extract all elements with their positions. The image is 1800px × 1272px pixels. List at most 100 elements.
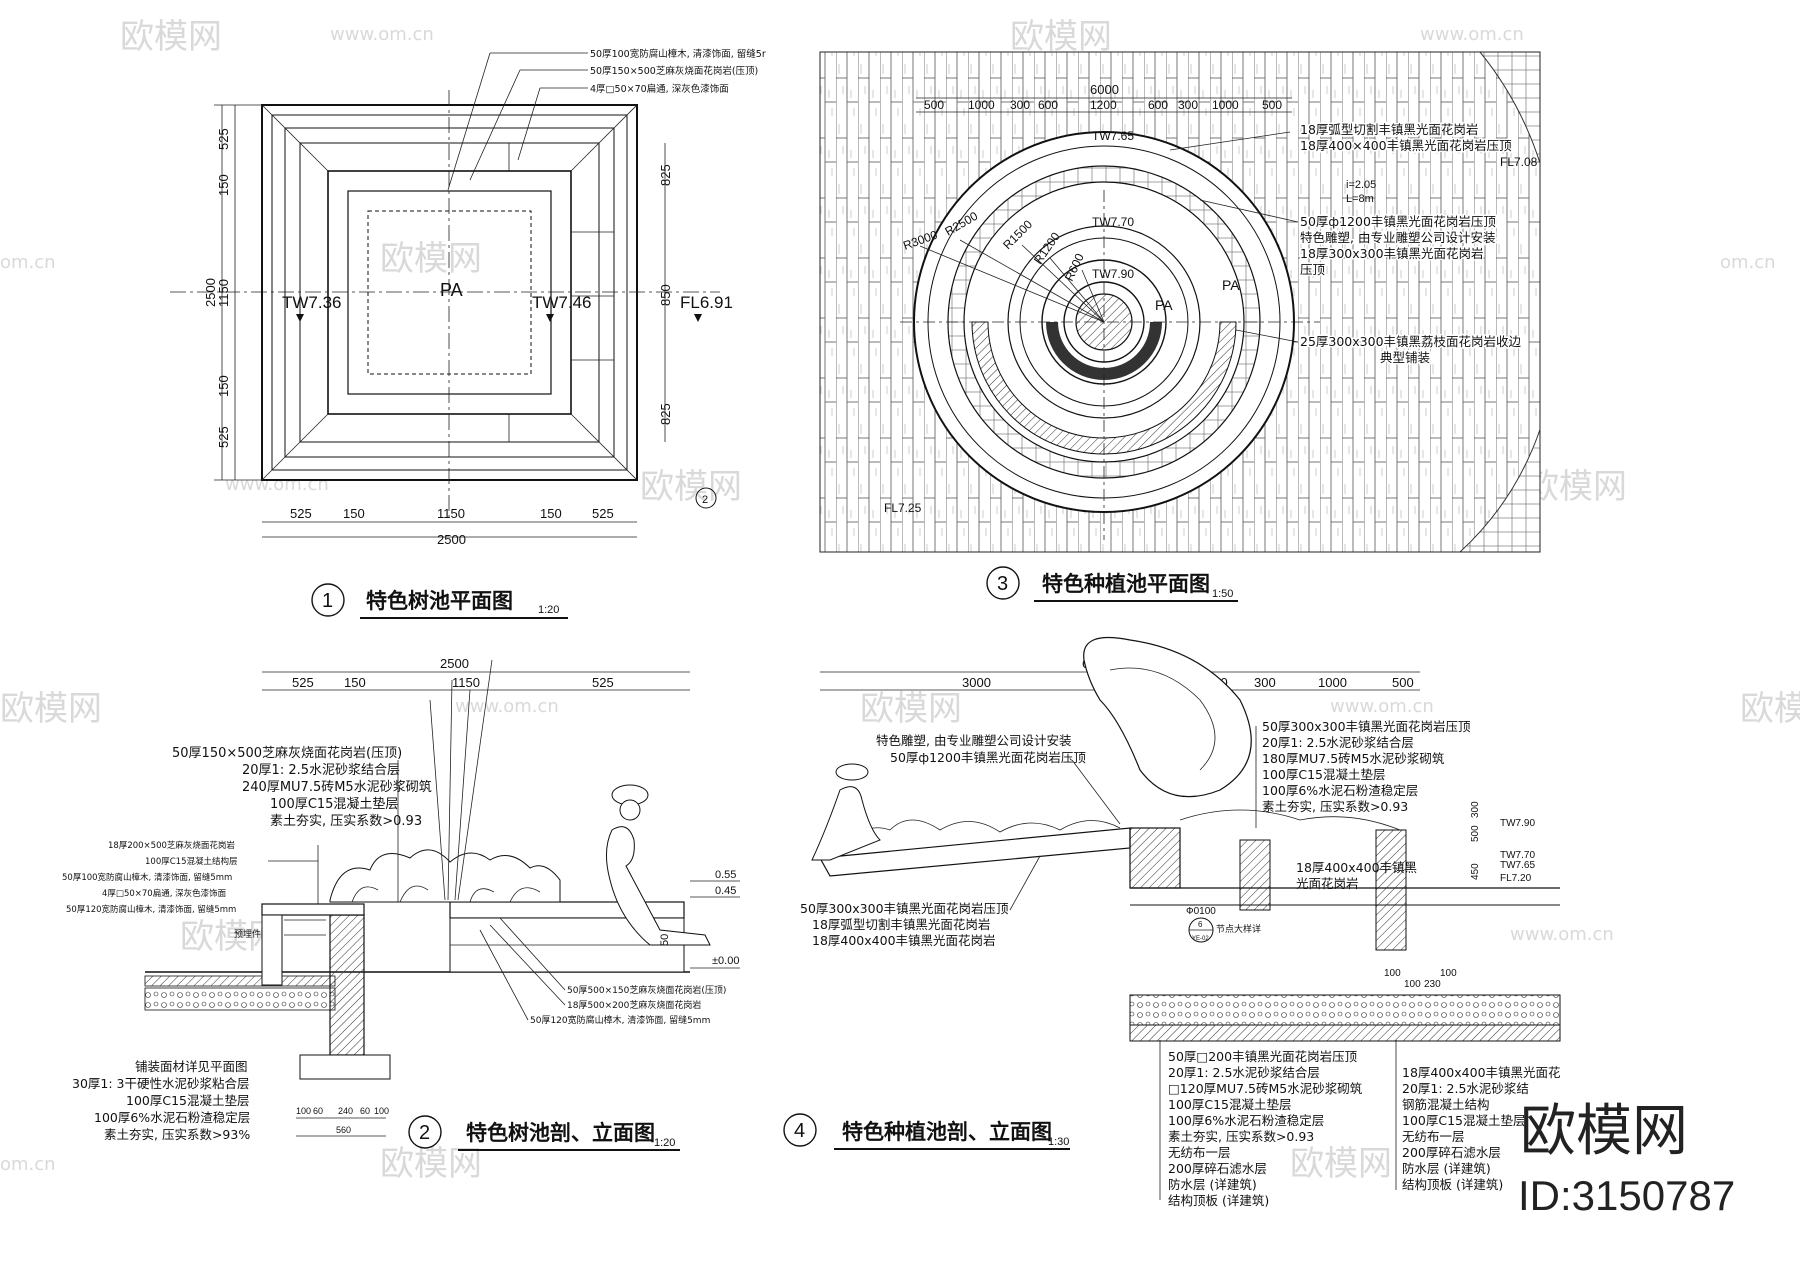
v2-level: 0.45	[715, 885, 736, 897]
watermark-brand: 欧模网	[860, 689, 962, 729]
v4-dim-right: 1000	[1318, 675, 1347, 690]
view1-tree-pool-plan: 525 150 1150 150 525 2500 825 850 825 52…	[170, 48, 766, 619]
v4-note-bottom-left: 20厚1: 2.5水泥砂浆结合层	[1168, 1065, 1320, 1080]
v3-tw-top: TW7.65	[1092, 129, 1134, 143]
v3-note: 50厚ф1200丰镇黑光面花岗岩压顶	[1300, 214, 1496, 229]
v3-note: 18厚300x300丰镇黑光面花岗岩	[1300, 246, 1484, 261]
v2-dim-top-total: 2500	[440, 656, 469, 671]
v1-dim-right: 850	[658, 284, 673, 306]
v4-note-right-top: 180厚MU7.5砖M5水泥砂浆砌筑	[1262, 751, 1445, 766]
v4-note-right-top: 素土夯实, 压实系数>0.93	[1262, 799, 1408, 814]
watermark-brand: 欧模网	[1290, 1144, 1392, 1184]
v4-note-bottom-right: 20厚1: 2.5水泥砂浆结	[1402, 1081, 1529, 1096]
v3-note-halo: 25厚300x300丰镇黑荔枝面花岗岩收边	[1300, 334, 1522, 349]
v2-scale: 1:20	[654, 1137, 675, 1149]
v2-dim-top: 1150	[452, 675, 480, 690]
v3-tw-mid: TW7.70	[1092, 215, 1134, 229]
v2-level: ±0.00	[712, 955, 739, 967]
view4-planting-pool-section: 6000 3000 600 600 300 1000 500 6 YE-02	[783, 636, 1561, 1208]
v4-note-bottom-right: 18厚400x400丰镇黑光面花	[1402, 1065, 1561, 1080]
watermark-site: www.om.cn	[455, 696, 559, 717]
v1-dim-right: 825	[658, 403, 673, 425]
v4-dim-right: 500	[1392, 675, 1414, 690]
v2-note-small: 18厚200×500芝麻灰烧面花岗岩	[108, 840, 235, 851]
v2-note-bottom: 素土夯实, 压实系数>93%	[104, 1127, 250, 1142]
watermark-site: om.cn	[1720, 252, 1776, 273]
v1-dim-bottom: 150	[343, 506, 365, 521]
v2-note-bottom: 100厚6%水泥石粉渣稳定层	[94, 1110, 250, 1125]
corner-brand: 欧模网 ID:3150787	[1518, 1099, 1735, 1219]
v4-note-right-top: 100厚C15混凝土垫层	[1262, 767, 1386, 782]
v4-note-bottom-left: 100厚C15混凝土垫层	[1168, 1097, 1292, 1112]
v4-detail-sheet: YE-02	[1192, 936, 1209, 942]
v3-dim-top: 600	[1038, 98, 1058, 112]
v4-note-right-top: 20厚1: 2.5水泥砂浆结合层	[1262, 735, 1414, 750]
watermark-site: om.cn	[0, 1154, 56, 1175]
v2-dim-bottom: 100	[374, 1106, 389, 1116]
v3-note: 18厚弧型切割丰镇黑光面花岗岩	[1300, 122, 1478, 137]
v2-note-small: 50厚120宽防腐山樟木, 清漆饰面, 留缝5mm	[66, 904, 236, 915]
watermark-site: www.om.cn	[330, 24, 434, 45]
v1-title-number: 1	[322, 590, 333, 612]
v2-title-number: 2	[419, 1122, 430, 1144]
v4-vert-dim: 450	[1470, 863, 1481, 880]
v3-slope-len: L=8m	[1346, 193, 1374, 205]
v3-slope: i=2.05	[1346, 179, 1376, 191]
v2-note-small: 4厚□50×70扁通, 深灰色漆饰面	[102, 888, 227, 899]
v4-dim-right: 300	[1254, 675, 1276, 690]
watermark-brand: 欧模网	[1525, 467, 1627, 507]
v4-note-sculpture: 50厚ф1200丰镇黑光面花岗岩压顶	[890, 750, 1086, 765]
v4-note-bottom-left: 素土夯实, 压实系数>0.93	[1168, 1129, 1314, 1144]
v1-section-mark: 2	[702, 494, 708, 506]
v3-dim-top: 1000	[1212, 98, 1239, 112]
v1-dim-left: 150	[216, 174, 231, 196]
v3-note: 典型铺装	[1380, 350, 1430, 365]
v2-dim-bottom-total: 560	[336, 1125, 351, 1135]
v4-note-bottom-left: 50厚□200丰镇黑光面花岗岩压顶	[1168, 1049, 1358, 1064]
v3-note-halo: 18厚弧型切割丰镇黑光面花岗岩	[1300, 122, 1478, 137]
v2-note-small: 100厚C15混凝土结构层	[145, 856, 237, 867]
v4-note-sculpture: 特色雕塑, 由专业雕塑公司设计安装	[876, 733, 1071, 748]
v2-note-top: 50厚150×500芝麻灰烧面花岗岩(压顶)	[172, 745, 402, 761]
v1-note: 4厚□50×70扁通, 深灰色漆饰面	[590, 83, 729, 95]
v4-note-bottom-right: 防水层 (详建筑)	[1402, 1161, 1491, 1176]
v4-detail-ref: 6	[1198, 920, 1203, 929]
v3-dim-top: 500	[1262, 98, 1282, 112]
v2-note-right: 50厚500×150芝麻灰烧面花岗岩(压顶)	[567, 984, 726, 996]
v3-scale: 1:50	[1212, 588, 1233, 600]
v2-note-top: 100厚C15混凝土垫层	[270, 796, 398, 812]
v4-vert-dim: 300	[1470, 801, 1481, 818]
v2-note-small: 50厚100宽防腐山樟木, 清漆饰面, 留缝5mm	[62, 872, 232, 883]
v2-dim-top: 525	[592, 675, 614, 690]
v4-detail-label: 节点大样详	[1216, 923, 1261, 935]
v4-note-bottom-right: 结构顶板 (详建筑)	[1402, 1177, 1503, 1192]
v3-dim-top: 600	[1148, 98, 1168, 112]
corner-id: ID:3150787	[1518, 1172, 1735, 1219]
watermark-site: om.cn	[0, 252, 56, 273]
v3-title-number: 3	[997, 573, 1008, 595]
v2-note-bottom: 100厚C15混凝土垫层	[126, 1093, 250, 1108]
v2-note-top: 20厚1: 2.5水泥砂浆结合层	[242, 763, 400, 778]
v1-dim-bottom: 1150	[437, 506, 465, 521]
v3-note-halo: 18厚400×400丰镇黑光面花岗岩压顶	[1300, 138, 1512, 153]
v4-note-left: 18厚弧型切割丰镇黑光面花岗岩	[812, 917, 990, 932]
v3-note-halo: 18厚300x300丰镇黑光面花岗岩	[1300, 246, 1484, 261]
v2-dim-top: 525	[292, 675, 314, 690]
v4-level: TW7.70	[1500, 850, 1535, 861]
v4-bottom-dim: 100	[1404, 979, 1421, 990]
v4-note-bottom-left: □120厚MU7.5砖M5水泥砂浆砌筑	[1168, 1081, 1363, 1096]
v2-note-right: 50厚120宽防腐山樟木, 清漆饰面, 留缝5mm	[530, 1014, 710, 1026]
v2-dim-bottom: 60	[313, 1106, 323, 1116]
v4-note-left: 50厚300x300丰镇黑光面花岗岩压顶	[800, 901, 1009, 916]
v1-dim-left: 1150	[216, 279, 231, 307]
v1-dim-left: 150	[216, 375, 231, 397]
v1-tw-left: TW7.36	[282, 293, 342, 312]
v3-note: 18厚400×400丰镇黑光面花岗岩压顶	[1300, 138, 1512, 153]
v3-dim-top: 1200	[1090, 98, 1117, 112]
v4-note-right-top: 50厚300x300丰镇黑光面花岗岩压顶	[1262, 719, 1471, 734]
v4-note-bottom-left: 无纺布一层	[1168, 1145, 1231, 1160]
v4-bottom-dim: 100	[1440, 968, 1457, 979]
v3-note-halo: 特色雕塑, 由专业雕塑公司设计安装	[1300, 230, 1495, 245]
watermark-brand: 欧模网	[0, 689, 102, 729]
